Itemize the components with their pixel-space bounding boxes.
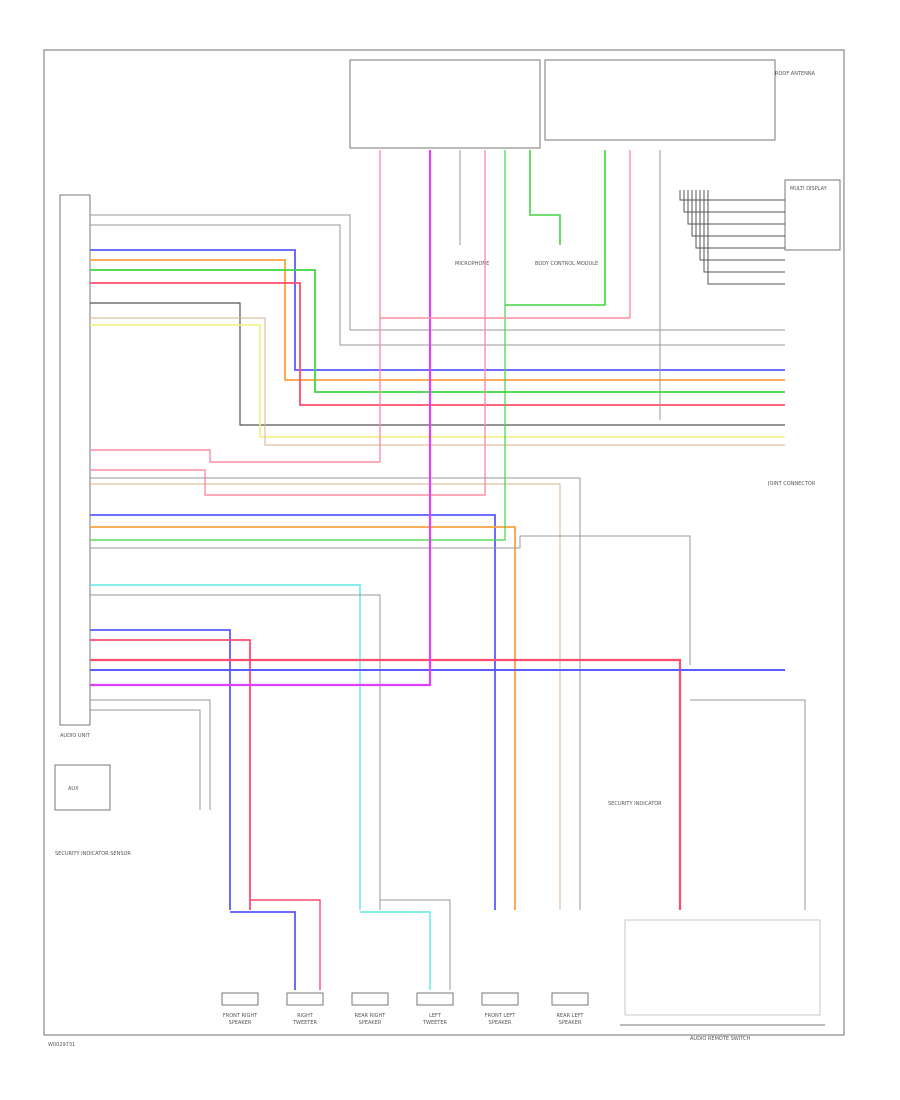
steering-switch-label: AUDIO REMOTE SWITCH bbox=[690, 1036, 750, 1042]
aux-jack-box bbox=[54, 764, 111, 811]
wire-blue-1 bbox=[90, 249, 785, 371]
wire-tan-1 bbox=[90, 317, 785, 446]
steering-sensor-label: SECURITY INDICATOR SENSOR bbox=[55, 851, 131, 857]
footer-code: W0029731 bbox=[48, 1042, 75, 1048]
speaker-label-1: FRONT LEFT bbox=[485, 1013, 516, 1019]
speaker-body bbox=[286, 992, 324, 1006]
wire-green-4 bbox=[505, 150, 606, 306]
speaker-label-2: SPEAKER bbox=[229, 1020, 252, 1026]
wire-blue-2 bbox=[90, 514, 496, 910]
wire-red-1 bbox=[90, 282, 785, 406]
wire-dark-fan-3 bbox=[691, 190, 785, 237]
wire-gray-1 bbox=[90, 214, 785, 331]
wire-green-2 bbox=[90, 150, 506, 541]
speaker-label-2: SPEAKER bbox=[359, 1020, 382, 1026]
wire-orange-1 bbox=[90, 259, 785, 381]
wire-gray-6 bbox=[90, 699, 211, 810]
wire-green-1 bbox=[90, 269, 785, 393]
aux-jack-label: AUX bbox=[68, 786, 79, 792]
audio-unit-box bbox=[59, 194, 91, 726]
speaker-label-1: REAR LEFT bbox=[557, 1013, 585, 1019]
wire-dark-fan-0 bbox=[679, 190, 785, 201]
wire-red-2 bbox=[90, 639, 251, 910]
wire-gray-3 bbox=[90, 477, 581, 910]
speaker-body bbox=[481, 992, 519, 1006]
wire-red-3 bbox=[90, 658, 682, 910]
wire-blue-3 bbox=[90, 629, 231, 910]
wire-tan-2 bbox=[90, 483, 561, 910]
wire-magenta-1 bbox=[90, 150, 432, 687]
speaker-label-2: TWEETER bbox=[422, 1020, 448, 1026]
speaker-body bbox=[416, 992, 454, 1006]
wire-dark-fan-5 bbox=[699, 190, 785, 261]
wire-dark-fan-4 bbox=[695, 190, 785, 249]
wire-gray-11 bbox=[380, 899, 451, 990]
wire-gray-2 bbox=[90, 224, 785, 346]
wire-red-4 bbox=[250, 899, 321, 990]
smart-key-ecu-label: BODY CONTROL MODULE bbox=[535, 261, 598, 267]
wire-dark-1 bbox=[90, 302, 785, 426]
wire-gray-5 bbox=[90, 594, 381, 910]
multi-display-box bbox=[784, 179, 841, 251]
wire-dark-fan-1 bbox=[683, 190, 785, 213]
wire-gray-4 bbox=[90, 535, 691, 665]
wire-harness bbox=[90, 150, 806, 990]
speaker-label-2: SPEAKER bbox=[559, 1020, 582, 1026]
wire-pink-3 bbox=[380, 150, 631, 319]
speaker-label-1: RIGHT bbox=[297, 1013, 314, 1019]
wire-cyan-1 bbox=[90, 584, 361, 910]
speaker-label-2: TWEETER bbox=[292, 1020, 318, 1026]
diagram-frame bbox=[43, 49, 845, 1036]
steering-switch-box bbox=[624, 919, 821, 1016]
speaker-label-1: LEFT bbox=[429, 1013, 442, 1019]
wire-pink-2 bbox=[90, 150, 486, 496]
wire-gray-10 bbox=[690, 699, 806, 910]
junction-right-label: JOINT CONNECTOR bbox=[767, 481, 816, 487]
multi-display-label: MULTI DISPLAY bbox=[790, 186, 828, 192]
top-switch-box bbox=[349, 59, 541, 149]
passenger-indicator-label: SECURITY INDICATOR bbox=[608, 801, 662, 807]
wire-yellow-1 bbox=[90, 324, 785, 438]
wire-pink-1 bbox=[90, 150, 381, 463]
speaker-body bbox=[351, 992, 389, 1006]
wire-orange-2 bbox=[90, 526, 516, 910]
front-antenna-label: ROOF ANTENNA bbox=[775, 71, 816, 77]
top-right-module-box bbox=[544, 59, 776, 141]
microphone-label: MICROPHONE bbox=[455, 261, 489, 267]
wire-cyan-2 bbox=[360, 911, 431, 990]
speaker-body bbox=[551, 992, 589, 1006]
wire-green-3 bbox=[529, 150, 561, 245]
speaker-label-1: FRONT RIGHT bbox=[223, 1013, 258, 1019]
speaker-body bbox=[221, 992, 259, 1006]
wire-gray-7 bbox=[90, 709, 201, 810]
speaker-label-1: REAR RIGHT bbox=[355, 1013, 387, 1019]
wire-blue-5 bbox=[230, 911, 296, 990]
wire-dark-fan-6 bbox=[703, 190, 785, 273]
wire-dark-fan-2 bbox=[687, 190, 785, 225]
speaker-label-2: SPEAKER bbox=[489, 1020, 512, 1026]
audio-unit-label: AUDIO UNIT bbox=[60, 733, 91, 739]
wire-dark-fan-7 bbox=[707, 190, 785, 285]
